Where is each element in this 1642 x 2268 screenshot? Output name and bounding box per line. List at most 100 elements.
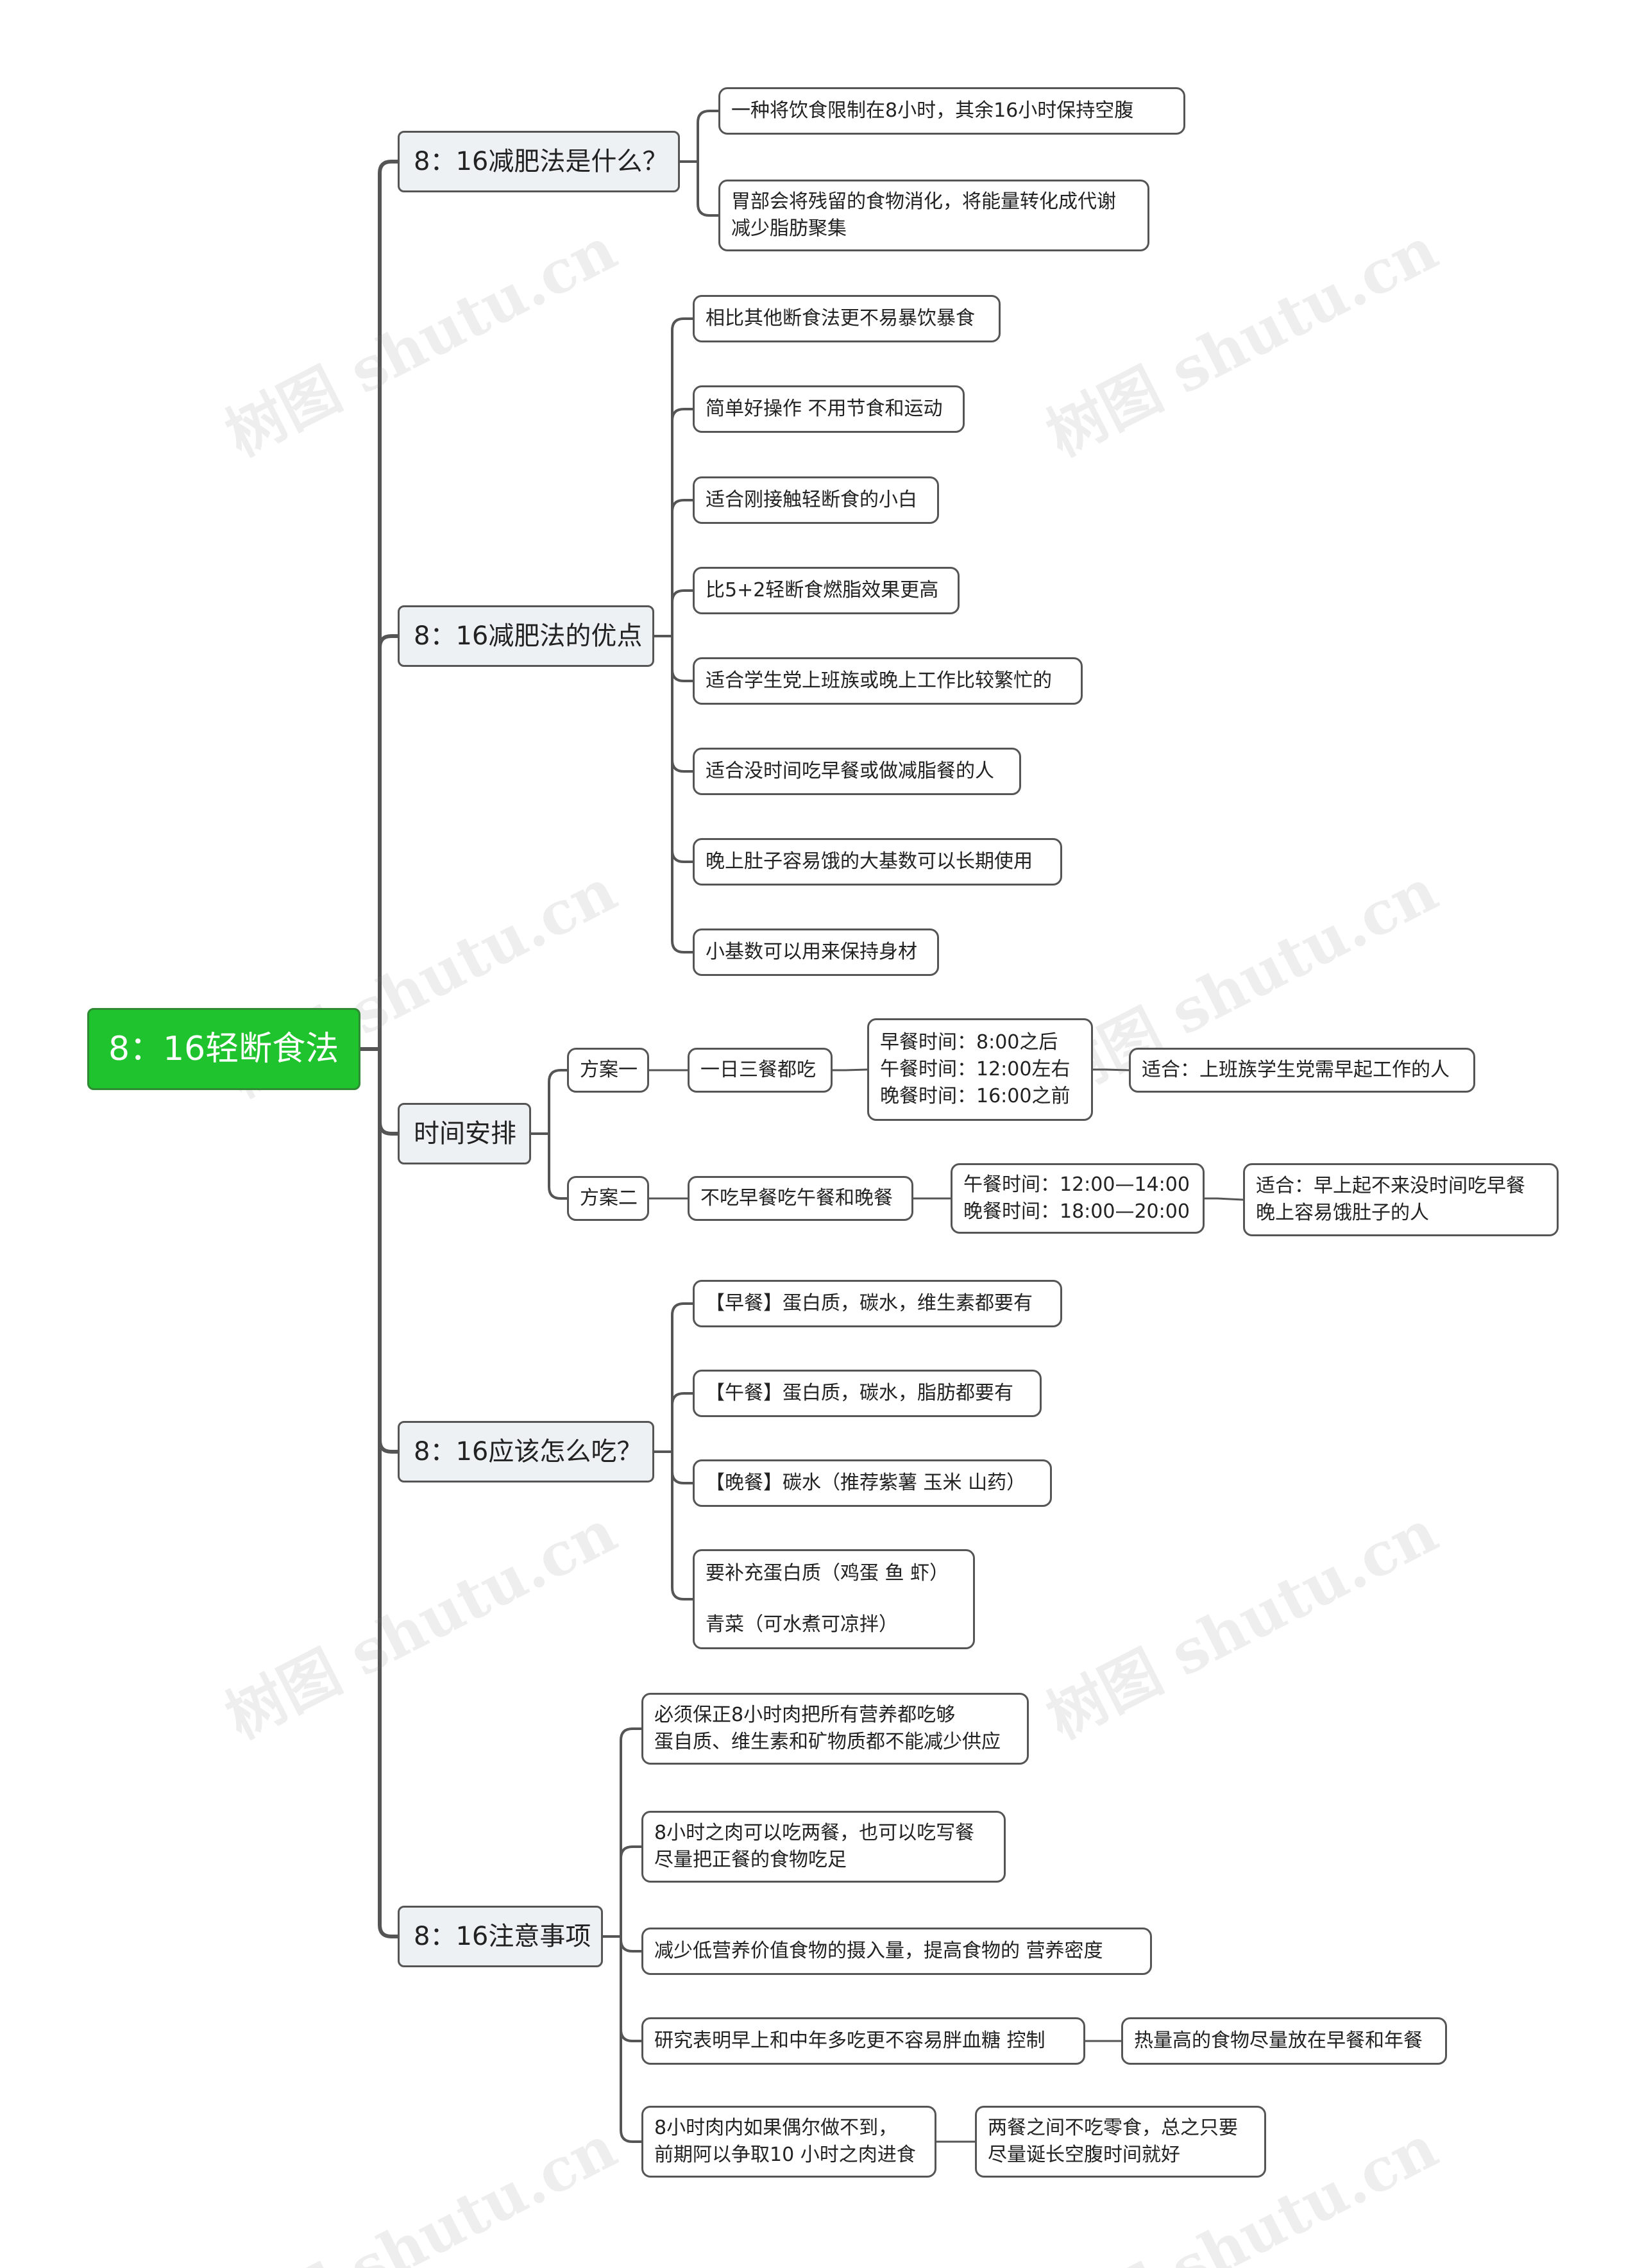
branch-connector	[671, 589, 694, 637]
plan-suitable-for[interactable]: 适合：上班族学生党需早起工作的人	[1129, 1048, 1475, 1093]
subtopic-text: 【早餐】蛋白质，碳水，维生素都要有	[706, 1292, 1033, 1315]
subtopic[interactable]: 【午餐】蛋白质，碳水，脂肪都要有	[693, 1370, 1042, 1417]
root-connector	[378, 1047, 400, 1938]
subtopic-text: 适合刚接触轻断食的小白	[706, 489, 917, 511]
root-label: 8：16轻断食法	[108, 1030, 339, 1068]
subtopic-text: 两餐之间不吃零食，总之只要	[988, 2117, 1238, 2139]
subtopic[interactable]: 研究表明早上和中年多吃更不容易胖血糖 控制	[641, 2017, 1085, 2065]
subtopic-text: 胃部会将残留的食物消化，将能量转化成代谢	[731, 190, 1116, 213]
subtopic-text: 热量高的食物尽量放在早餐和年餐	[1134, 2029, 1423, 2052]
subtopic-text: 减少脂肪聚集	[731, 217, 847, 240]
subtopic[interactable]: 比5+2轻断食燃脂效果更高	[693, 567, 960, 614]
subtopic[interactable]: 减少低营养价值食物的摄入量，提高食物的 营养密度	[641, 1928, 1152, 1975]
subtopic[interactable]: 8小时肉内如果偶尔做不到， 前期阿以争取10 小时之肉进食	[641, 2106, 936, 2178]
topic-what-is-816[interactable]: 8：16减肥法是什么？	[398, 131, 680, 192]
plan-desc-text: 不吃早餐吃午餐和晚餐	[700, 1187, 893, 1209]
subtopic[interactable]: 【早餐】蛋白质，碳水，维生素都要有	[693, 1280, 1062, 1327]
subtopic[interactable]: 必须保正8小时肉把所有营养都吃够 蛋自质、维生素和矿物质都不能减少供应	[641, 1693, 1029, 1765]
subtopic[interactable]: 简单好操作 不用节食和运动	[693, 385, 965, 433]
subtopic-text: 适合没时间吃早餐或做减脂餐的人	[706, 760, 994, 782]
branch-connector	[620, 1845, 643, 1938]
subtopic[interactable]: 晚上肚子容易饿的大基数可以长期使用	[693, 838, 1062, 886]
subtopic[interactable]: 【晚餐】碳水（推荐紫薯 玉米 山药）	[693, 1459, 1052, 1507]
suitable-text: 晚上容易饿肚子的人	[1256, 1202, 1429, 1224]
subtopic[interactable]: 适合刚接触轻断食的小白	[693, 476, 939, 524]
subtopic-text: 青菜（可水煮可凉拌）	[706, 1613, 898, 1636]
suitable-text: 适合：上班族学生党需早起工作的人	[1142, 1059, 1450, 1081]
subtopic-text: 8小时肉内如果偶尔做不到，	[654, 2117, 898, 2139]
meal-time-text: 早餐时间：8:00之后	[880, 1031, 1058, 1054]
plan-two[interactable]: 方案二	[567, 1176, 649, 1221]
subtopic-text: 8小时之肉可以吃两餐，也可以吃写餐	[654, 1822, 975, 1844]
plan-meal-times[interactable]: 早餐时间：8:00之后 午餐时间：12:00左右 晚餐时间：16:00之前	[867, 1018, 1093, 1121]
subtopic-text: 晚上肚子容易饿的大基数可以长期使用	[706, 850, 1033, 873]
root-topic[interactable]: 8：16轻断食法	[87, 1008, 360, 1090]
root-connector	[378, 634, 400, 1051]
subtopic-text: 研究表明早上和中年多吃更不容易胖血糖 控制	[654, 2029, 1045, 2052]
leaf-connector	[1216, 1197, 1244, 1201]
root-connector	[378, 1047, 400, 1454]
subtopic-text: 小基数可以用来保持身材	[706, 941, 917, 963]
plan-suitable-for[interactable]: 适合：早上起不来没时间吃早餐 晚上容易饿肚子的人	[1243, 1163, 1559, 1236]
subtopic-text: 尽量把正餐的食物吃足	[654, 1849, 847, 1871]
topic-how-to-eat[interactable]: 8：16应该怎么吃？	[398, 1421, 654, 1483]
topic-schedule[interactable]: 时间安排	[398, 1103, 531, 1164]
plan-meal-times[interactable]: 午餐时间：12:00—14:00 晚餐时间：18:00—20:00	[951, 1163, 1205, 1234]
topic-label: 8：16减肥法是什么？	[414, 147, 668, 176]
root-connector	[378, 1047, 400, 1136]
subtopic[interactable]: 适合没时间吃早餐或做减脂餐的人	[693, 748, 1021, 795]
subtopic-text: 一种将饮食限制在8小时，其余16小时保持空腹	[731, 99, 1134, 122]
subtopic[interactable]: 8小时之肉可以吃两餐，也可以吃写餐 尽量把正餐的食物吃足	[641, 1811, 1006, 1883]
branch-connector	[671, 1302, 694, 1453]
branch-connector	[671, 1392, 694, 1453]
branch-connector	[620, 1935, 643, 2143]
branch-connector	[671, 635, 694, 682]
branch-connector	[548, 1069, 568, 1135]
topic-precautions[interactable]: 8：16注意事项	[398, 1906, 603, 1967]
branch-connector	[620, 1727, 643, 1938]
subtopic[interactable]: 胃部会将残留的食物消化，将能量转化成代谢 减少脂肪聚集	[718, 180, 1149, 251]
subtopic-text: 【晚餐】碳水（推荐紫薯 玉米 山药）	[706, 1472, 1026, 1494]
plan-name: 方案一	[580, 1059, 638, 1081]
plan-description[interactable]: 一日三餐都吃	[688, 1048, 833, 1093]
topic-label: 时间安排	[414, 1119, 516, 1148]
topic-label: 8：16应该怎么吃？	[414, 1437, 643, 1466]
meal-time-text: 午餐时间：12:00—14:00	[963, 1173, 1190, 1196]
subtopic[interactable]: 要补充蛋白质（鸡蛋 鱼 虾） 青菜（可水煮可凉拌）	[693, 1549, 975, 1649]
branch-connector	[671, 635, 694, 863]
subtopic-text: 蛋自质、维生素和矿物质都不能减少供应	[654, 1731, 1001, 1753]
subtopic-text: 简单好操作 不用节食和运动	[706, 398, 943, 420]
subtopic-text: 相比其他断食法更不易暴饮暴食	[706, 307, 975, 330]
meal-time-text: 午餐时间：12:00左右	[880, 1058, 1071, 1080]
meal-time-text: 晚餐时间：18:00—20:00	[963, 1200, 1190, 1223]
topic-advantages[interactable]: 8：16减肥法的优点	[398, 605, 654, 667]
subtopic-text: 尽量诞长空腹时间就好	[988, 2144, 1180, 2166]
subtopic-text: 前期阿以争取10 小时之肉进食	[654, 2144, 916, 2166]
branch-connector	[671, 408, 694, 637]
subtopic[interactable]: 一种将饮食限制在8小时，其余16小时保持空腹	[718, 87, 1185, 135]
subtopic-text: 要补充蛋白质（鸡蛋 鱼 虾）	[706, 1562, 949, 1584]
subtopic-text: 比5+2轻断食燃脂效果更高	[706, 579, 939, 601]
topic-label: 8：16注意事项	[414, 1922, 591, 1951]
plan-name: 方案二	[580, 1187, 638, 1209]
branch-connector	[671, 317, 694, 637]
subtopic[interactable]: 小基数可以用来保持身材	[693, 928, 939, 976]
subtopic-detail[interactable]: 热量高的食物尽量放在早餐和年餐	[1121, 2017, 1447, 2065]
subtopic-detail[interactable]: 两餐之间不吃零食，总之只要 尽量诞长空腹时间就好	[975, 2106, 1266, 2178]
plan-one[interactable]: 方案一	[567, 1048, 649, 1093]
subtopic-text: 减少低营养价值食物的摄入量，提高食物的 营养密度	[654, 1940, 1103, 1962]
suitable-text: 适合：早上起不来没时间吃早餐	[1256, 1175, 1525, 1197]
meal-time-text: 晚餐时间：16:00之前	[880, 1085, 1071, 1107]
branch-connector	[671, 635, 694, 773]
subtopic-text: 必须保正8小时肉把所有营养都吃够	[654, 1704, 956, 1726]
branch-connector	[671, 499, 694, 637]
subtopic[interactable]: 适合学生党上班族或晚上工作比较繁忙的	[693, 657, 1083, 705]
plan-description[interactable]: 不吃早餐吃午餐和晚餐	[688, 1176, 913, 1221]
root-connector	[378, 160, 400, 1051]
branch-connector	[671, 1450, 694, 1600]
branch-connector	[548, 1132, 568, 1200]
subtopic[interactable]: 相比其他断食法更不易暴饮暴食	[693, 295, 1001, 342]
plan-desc-text: 一日三餐都吃	[700, 1059, 816, 1081]
